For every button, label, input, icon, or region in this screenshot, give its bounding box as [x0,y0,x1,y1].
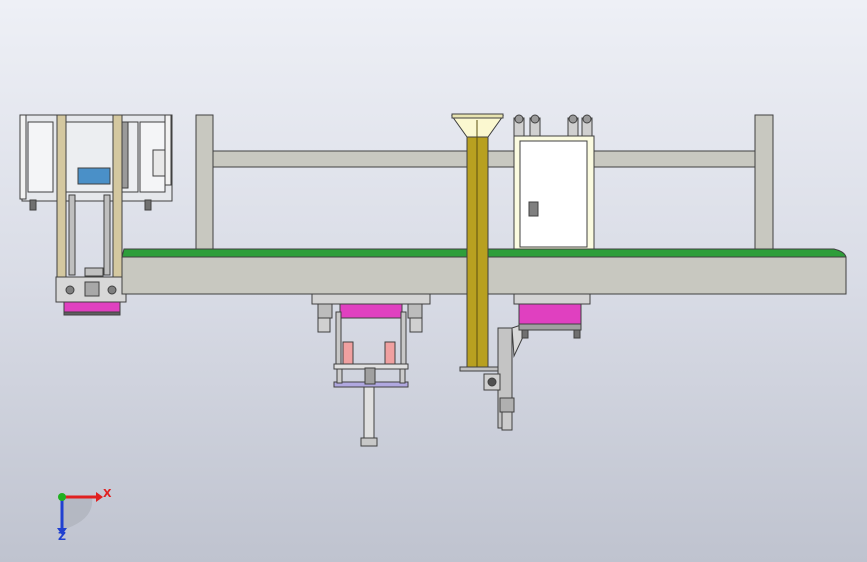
center-cylinder [363,386,375,446]
center-gripper [339,303,403,319]
frame-post-right [754,114,774,261]
cabinet-door [519,140,588,248]
left-stacker-post-left [56,114,67,279]
axis-triad [57,492,103,535]
x-axis-label: X [103,487,112,500]
frame-post-left [195,114,214,261]
gantry-column [451,113,504,372]
cabinet-handle [528,201,539,217]
gantry-foot [459,366,503,372]
left-stacker-post-right [112,114,123,279]
right-gripper-module [513,293,591,339]
right-actuator [483,321,531,431]
control-cabinet [513,114,595,250]
center-pad-left [342,341,354,365]
right-gripper [518,303,582,325]
triad-shadow [62,497,93,530]
y-axis-origin [58,493,66,501]
center-lifter [311,293,431,447]
z-axis-label: Z [58,530,66,543]
center-pad-right [384,341,396,365]
left-stacker-module [19,114,173,316]
left-stacker-display [77,167,111,185]
